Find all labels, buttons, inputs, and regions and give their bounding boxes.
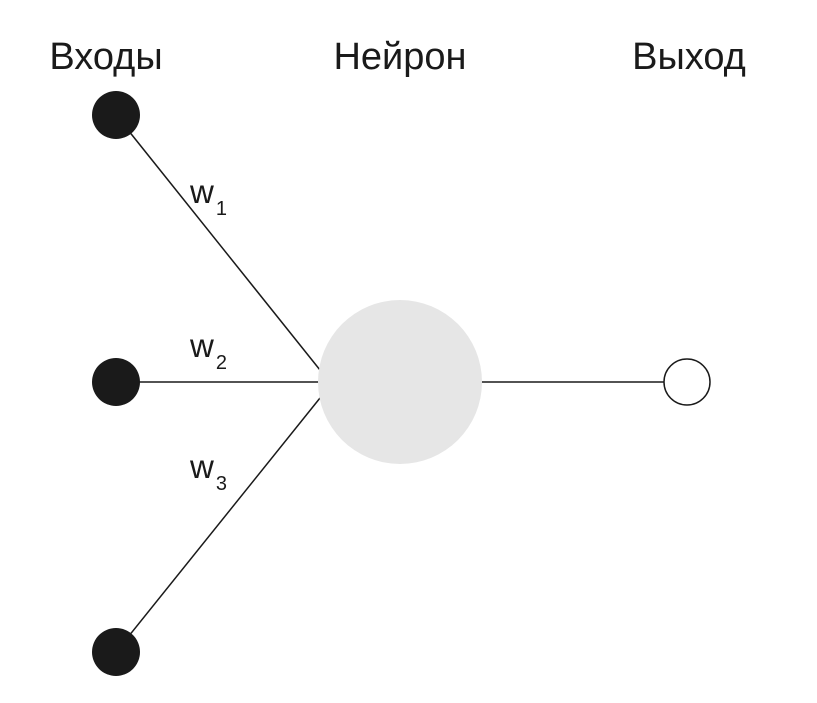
weight-index: 1 — [216, 198, 227, 220]
input-node-2 — [92, 358, 140, 406]
output-node — [663, 358, 711, 406]
weight-index: 3 — [216, 473, 227, 495]
edge-input-3 — [115, 397, 321, 653]
weight-index: 2 — [216, 352, 227, 374]
input-node-1 — [92, 91, 140, 139]
input-node-3 — [92, 628, 140, 676]
output-heading: Выход — [632, 36, 746, 78]
inputs-heading: Входы — [49, 36, 162, 78]
weight-symbol: w — [189, 327, 214, 364]
neuron-heading: Нейрон — [333, 36, 466, 78]
edge-input-1 — [115, 114, 321, 371]
weight-symbol: w — [189, 448, 214, 485]
neuron-node — [318, 300, 482, 464]
weight-symbol: w — [189, 173, 214, 210]
